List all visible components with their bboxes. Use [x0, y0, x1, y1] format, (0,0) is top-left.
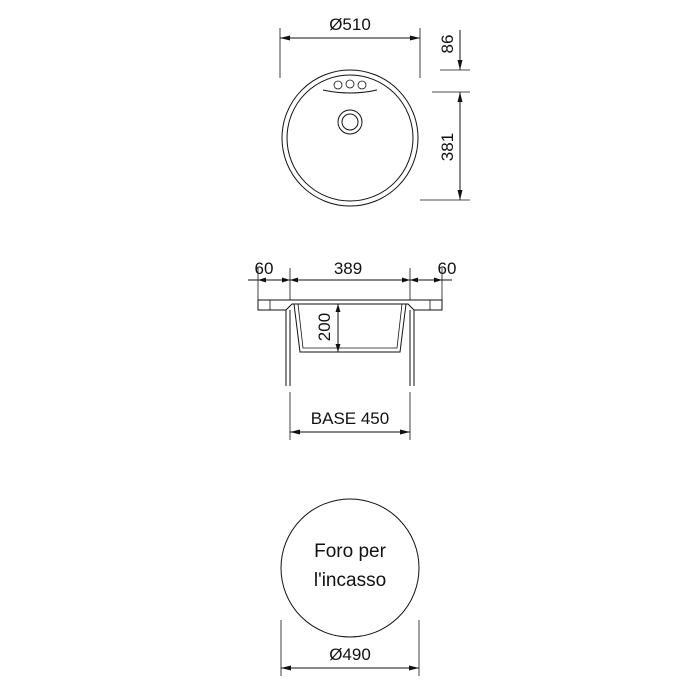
tap-hole-left [333, 80, 343, 90]
left-rim-label: 60 [255, 259, 274, 278]
drain-outer [337, 109, 363, 135]
top-offset-label: 86 [438, 35, 457, 54]
top-diameter-label: Ø510 [329, 15, 371, 34]
cutout-diameter-dimension: Ø490 [280, 620, 420, 676]
cutout-circle [280, 498, 420, 638]
top-vertical-dimensions: 86 381 [420, 30, 470, 201]
cutout-view: Foro per l'incasso Ø490 [280, 498, 420, 676]
depth-label: 200 [315, 313, 334, 341]
sink-outer-rim [281, 69, 419, 207]
side-width-dimensions: 60 389 60 [248, 259, 456, 300]
side-view: 60 389 60 200 [248, 259, 456, 440]
sink-bowl-inner [297, 303, 403, 349]
top-diameter-dimension: Ø510 [279, 15, 421, 78]
right-rim-label: 60 [438, 259, 457, 278]
sink-flange [257, 299, 443, 311]
support-legs [285, 310, 415, 386]
faucet-ledge [322, 89, 378, 94]
sink-inner-rim [286, 74, 414, 202]
tap-hole-center [345, 79, 355, 89]
top-height-label: 381 [438, 133, 457, 161]
cutout-label-line2: l'incasso [314, 570, 386, 591]
top-view: Ø510 86 381 [279, 15, 470, 207]
sink-bowl [293, 303, 407, 353]
depth-dimension: 200 [315, 304, 341, 352]
base-dimension: BASE 450 [289, 392, 411, 440]
cutout-diameter-label: Ø490 [329, 645, 371, 664]
tap-hole-right [357, 80, 367, 90]
bowl-width-label: 389 [334, 259, 362, 278]
base-label: BASE 450 [311, 409, 389, 428]
cutout-label-line1: Foro per [314, 541, 386, 562]
drain-inner [341, 113, 359, 131]
